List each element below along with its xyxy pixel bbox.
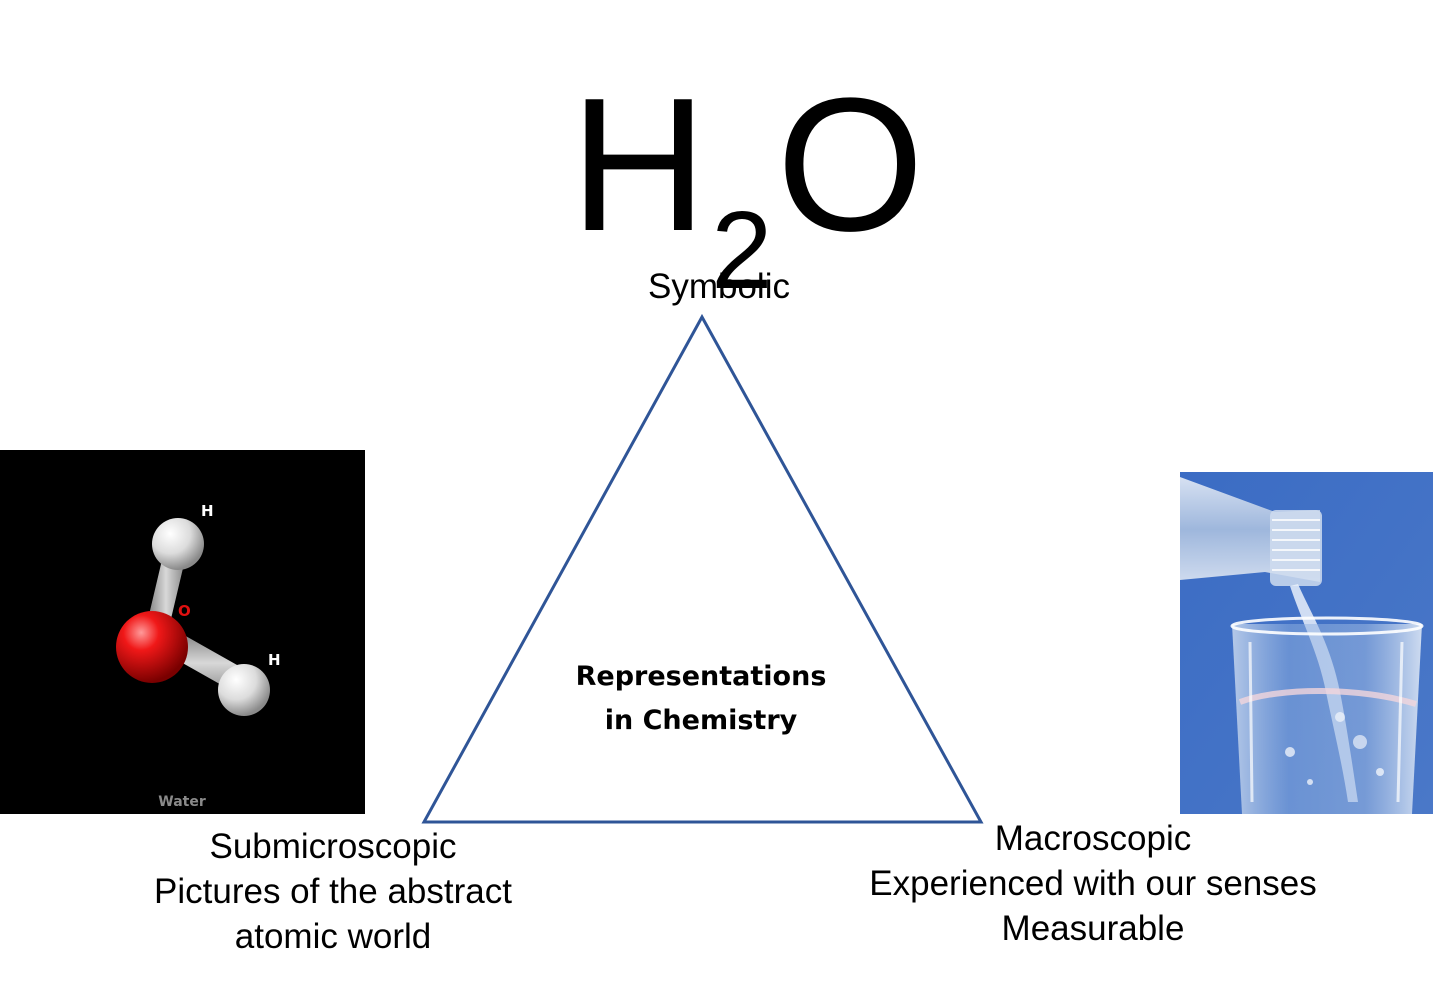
submicroscopic-line2: Pictures of the abstract [154,872,512,911]
drinking-glass [1230,616,1424,814]
pouring-water-photo [1180,472,1433,814]
macroscopic-line3: Measurable [1001,909,1185,948]
submicroscopic-label: Submicroscopic Pictures of the abstract … [113,824,553,959]
submicroscopic-line3: atomic world [234,917,432,956]
macroscopic-line2: Experienced with our senses [869,864,1317,903]
center-label-line2: in Chemistry [604,705,798,736]
triangle-shape [421,313,984,824]
pouring-water-illustration [1180,472,1433,814]
formula-subscript: 2 [711,189,773,312]
submicroscopic-line1: Submicroscopic [209,827,457,866]
molecule-model: H O H Water [116,502,281,810]
molecule-caption: Water [158,794,206,810]
formula-hydrogen: H [570,59,708,271]
water-molecule-image: H O H Water [0,450,365,814]
atom-label-h2: H [268,651,281,669]
center-label-line1: Representations [575,661,827,692]
chemical-formula: H2O [570,70,924,306]
macroscopic-line1: Macroscopic [994,819,1192,858]
atom-label-h1: H [201,502,214,520]
symbolic-label: Symbolic [648,267,790,306]
oxygen-atom [116,611,188,683]
hydrogen-atom-bottom [218,664,270,716]
center-label: Representations in Chemistry [551,655,851,743]
bottle [1180,477,1322,586]
macroscopic-label: Macroscopic Experienced with our senses … [843,816,1343,951]
formula-oxygen: O [776,59,925,271]
atom-label-o: O [178,602,191,620]
hydrogen-atom-top [152,518,204,570]
